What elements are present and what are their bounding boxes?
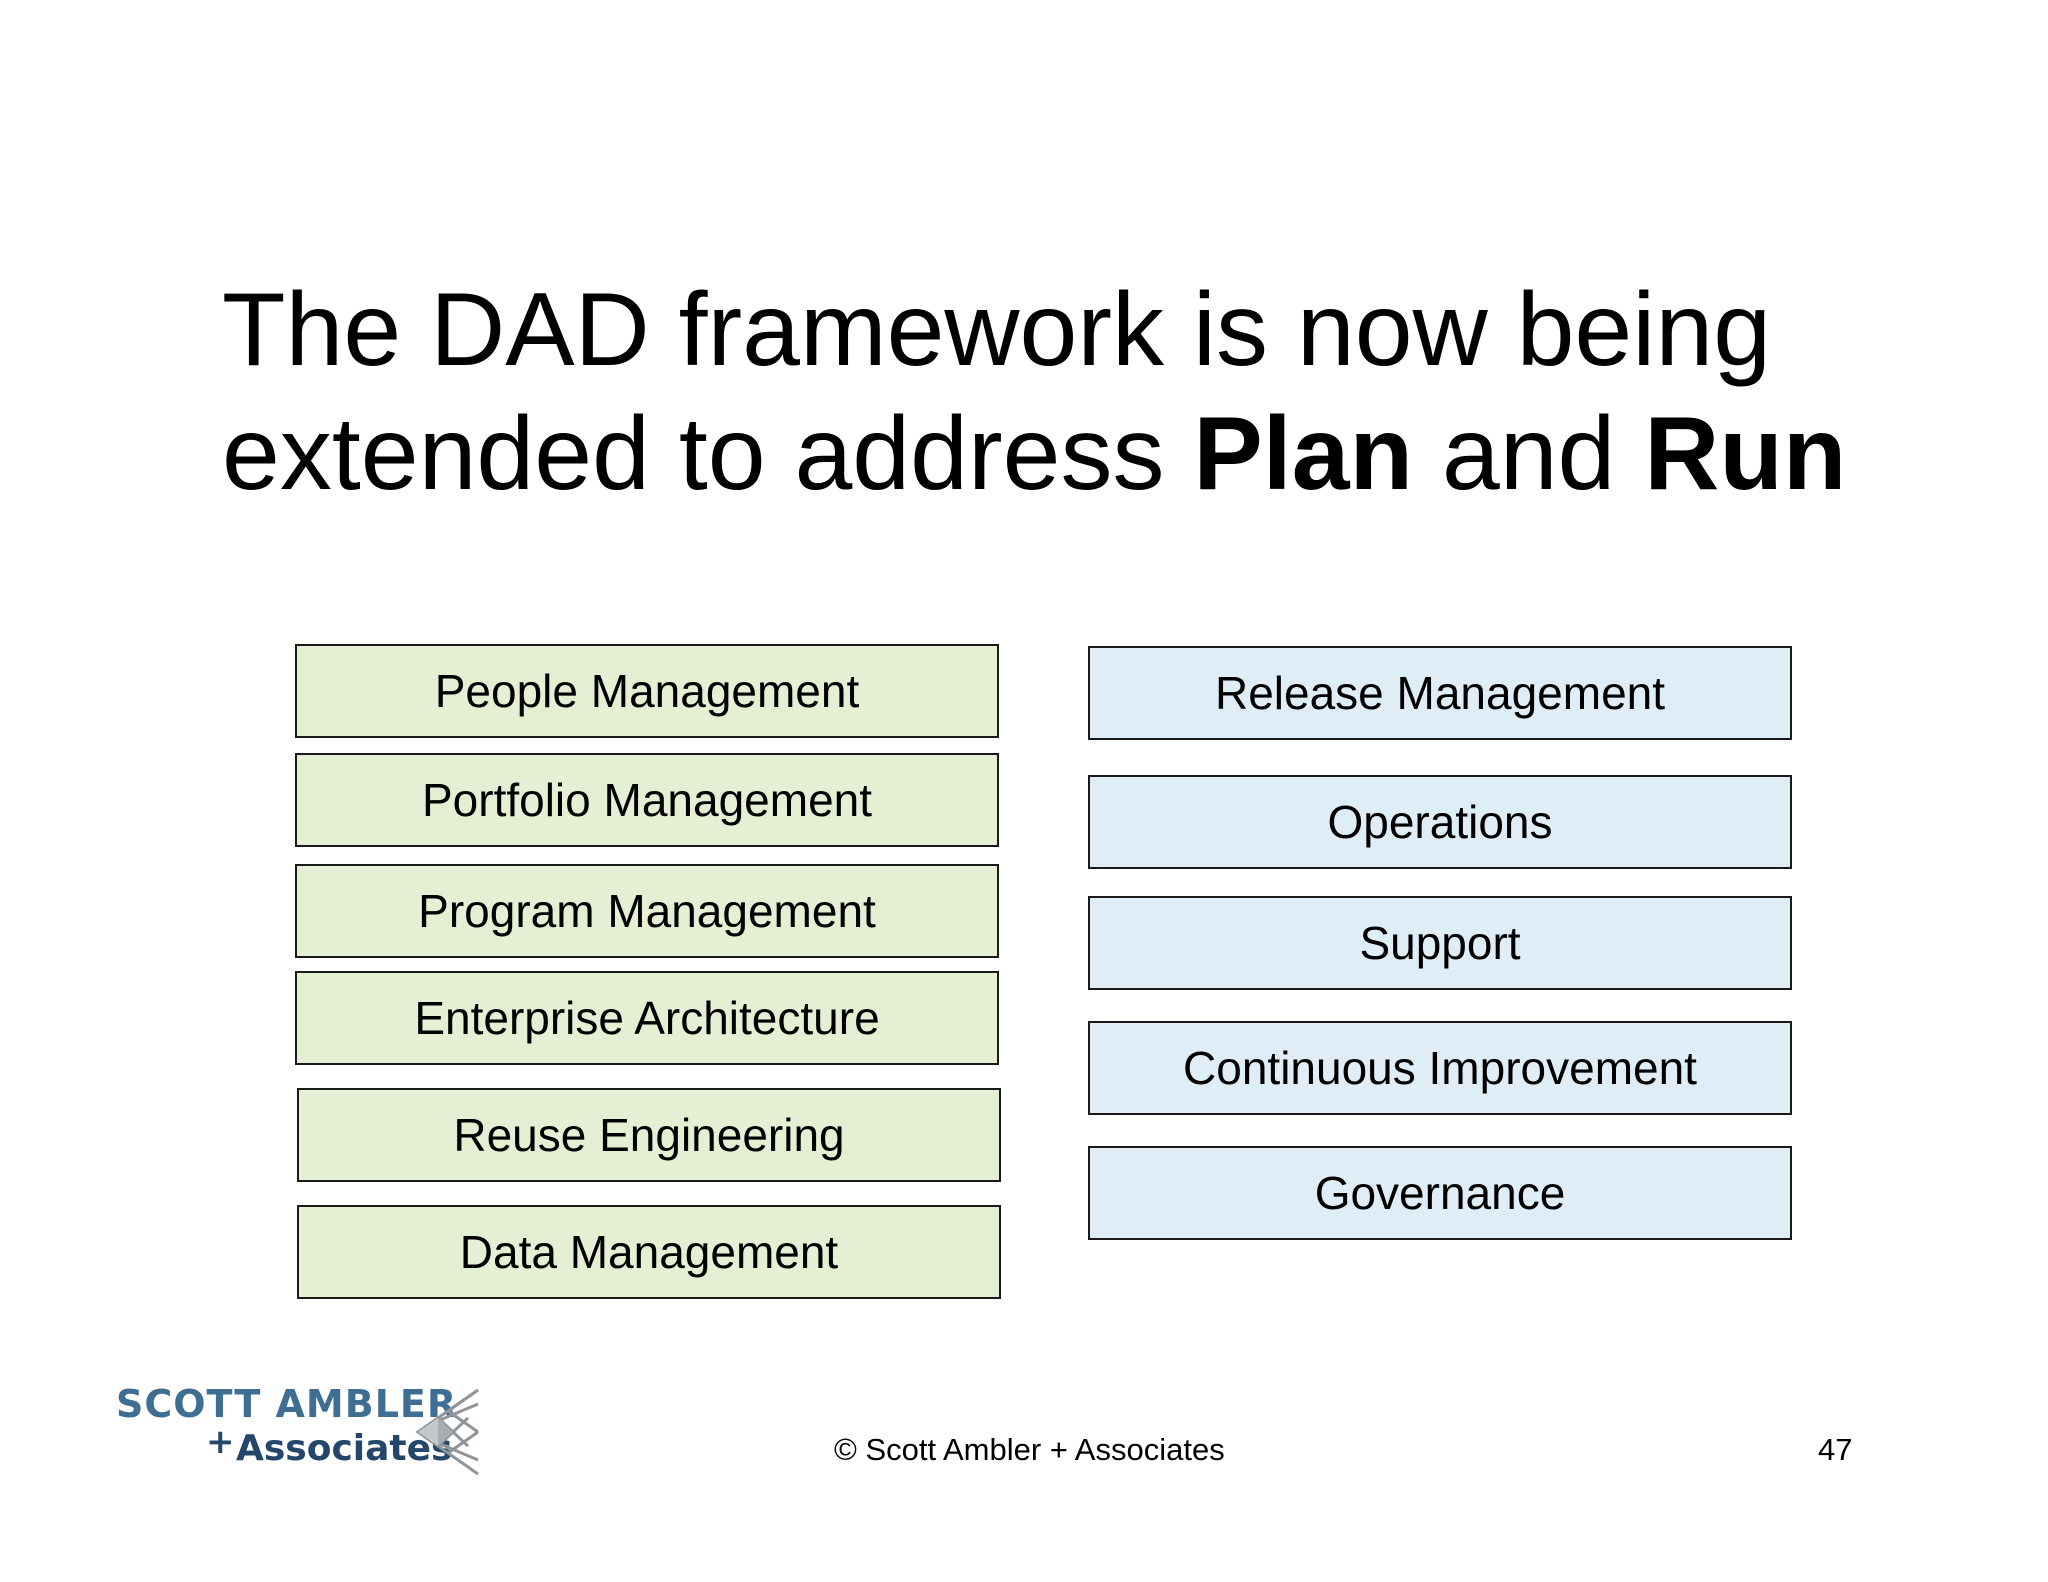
run-box-label: Continuous Improvement bbox=[1183, 1042, 1697, 1094]
title-line-1: The DAD framework is now being bbox=[222, 272, 1772, 388]
plan-box-portfolio-management: Portfolio Management bbox=[295, 753, 999, 847]
plan-box-enterprise-architecture: Enterprise Architecture bbox=[295, 971, 999, 1065]
logo-name-line: SCOTT AMBLER bbox=[116, 1382, 458, 1426]
title-run-word: Run bbox=[1644, 396, 1847, 512]
title-line-2-middle: and bbox=[1412, 396, 1645, 512]
plan-box-data-management: Data Management bbox=[297, 1205, 1001, 1299]
diamond-lattice-icon bbox=[415, 1388, 479, 1476]
copyright-text: © Scott Ambler + Associates bbox=[834, 1432, 1225, 1467]
run-box-release-management: Release Management bbox=[1088, 646, 1792, 740]
run-box-governance: Governance bbox=[1088, 1146, 1792, 1240]
title-line-2-prefix: extended to address bbox=[222, 396, 1194, 512]
run-box-operations: Operations bbox=[1088, 775, 1792, 869]
plan-box-label: Enterprise Architecture bbox=[414, 992, 880, 1044]
run-box-label: Governance bbox=[1314, 1167, 1566, 1219]
logo-plus-sign: + bbox=[206, 1422, 235, 1462]
plan-box-program-management: Program Management bbox=[295, 864, 999, 958]
page-number: 47 bbox=[1818, 1432, 1853, 1467]
run-box-label: Release Management bbox=[1214, 667, 1666, 719]
company-logo: SCOTT AMBLER + Associates bbox=[112, 1382, 492, 1482]
run-box-label: Operations bbox=[1327, 796, 1553, 848]
plan-box-reuse-engineering: Reuse Engineering bbox=[297, 1088, 1001, 1182]
plan-box-label: Portfolio Management bbox=[421, 774, 873, 826]
logo-associates-line: Associates bbox=[236, 1428, 453, 1469]
plan-box-people-management: People Management bbox=[295, 644, 999, 738]
plan-box-label: People Management bbox=[434, 665, 860, 717]
plan-box-label: Reuse Engineering bbox=[453, 1109, 845, 1161]
slide-title: The DAD framework is now being extended … bbox=[222, 268, 1922, 516]
run-box-label: Support bbox=[1359, 917, 1521, 969]
plan-box-label: Data Management bbox=[459, 1226, 839, 1278]
plan-box-label: Program Management bbox=[418, 885, 876, 937]
title-plan-word: Plan bbox=[1193, 396, 1413, 512]
run-box-support: Support bbox=[1088, 896, 1792, 990]
run-box-continuous-improvement: Continuous Improvement bbox=[1088, 1021, 1792, 1115]
